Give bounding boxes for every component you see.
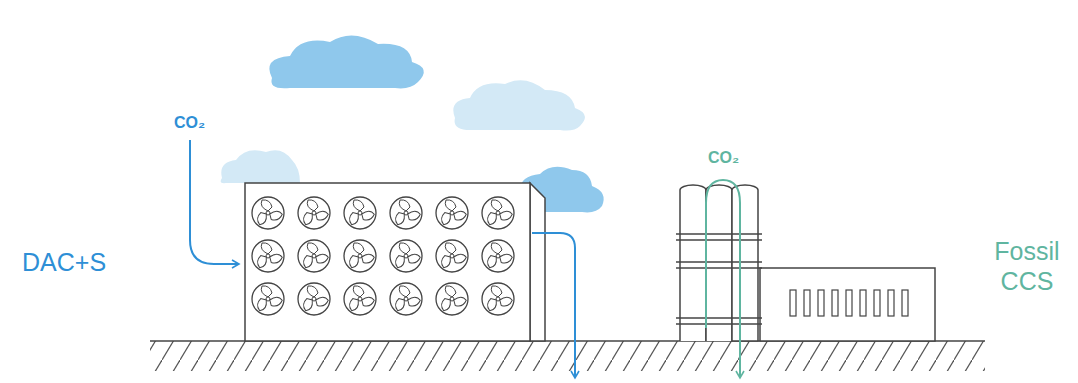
window: [832, 290, 838, 316]
fan: [252, 240, 284, 272]
capture-arrow: [706, 180, 740, 378]
gas-label: CO₂: [174, 113, 205, 132]
window: [804, 290, 810, 316]
ground-hatch: [150, 341, 985, 371]
window: [846, 290, 852, 316]
window: [818, 290, 824, 316]
fan: [298, 283, 330, 315]
cloud: [221, 150, 300, 183]
intake-arrow: [190, 140, 239, 264]
windows: [790, 290, 908, 316]
window: [874, 290, 880, 316]
fan: [436, 283, 468, 315]
fan: [344, 283, 376, 315]
fan: [298, 197, 330, 229]
fan: [390, 283, 422, 315]
fan: [252, 197, 284, 229]
fan: [390, 197, 422, 229]
fan: [436, 240, 468, 272]
window: [860, 290, 866, 316]
fan-array: [252, 197, 514, 315]
fan: [298, 240, 330, 272]
window: [790, 290, 796, 316]
window: [888, 290, 894, 316]
fan: [344, 197, 376, 229]
method-label: DAC+S: [22, 247, 106, 277]
fan: [482, 283, 514, 315]
fan: [390, 240, 422, 272]
power-plant: [676, 185, 935, 341]
fan: [252, 283, 284, 315]
window: [902, 290, 908, 316]
cloud: [269, 35, 423, 88]
fan: [436, 197, 468, 229]
gas-label: CO₂: [708, 148, 739, 167]
fan: [482, 197, 514, 229]
fan: [344, 240, 376, 272]
method-label: Fossil CCS: [982, 236, 1072, 296]
cloud: [453, 80, 585, 130]
storage-arrow: [532, 233, 575, 378]
fan: [482, 240, 514, 272]
dac-unit: [245, 183, 545, 341]
